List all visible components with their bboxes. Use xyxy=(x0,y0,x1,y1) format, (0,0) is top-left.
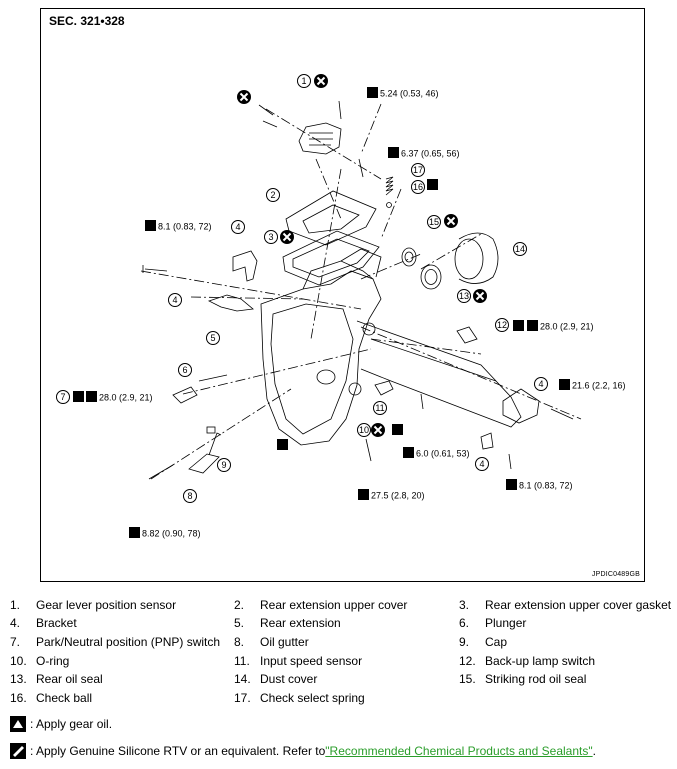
marker-4d: 4 xyxy=(475,457,489,471)
diagram-drawing: 1 2 3 4 4 4 4 5 6 7 8 9 10 11 12 13 14 1… xyxy=(56,73,582,538)
svg-text:1: 1 xyxy=(301,76,306,86)
svg-text:5: 5 xyxy=(210,333,215,343)
marker-1: 1 xyxy=(297,74,311,88)
marker-12: 12 xyxy=(495,318,509,332)
recommended-chemicals-link[interactable]: "Recommended Chemical Products and Seala… xyxy=(325,744,593,758)
part-item: 6.Plunger xyxy=(459,616,527,630)
legend-gear-oil-text: : Apply gear oil. xyxy=(30,717,113,731)
marker-3: 3 xyxy=(264,230,278,244)
torque-callout-2: 6.37 (0.65, 56) xyxy=(401,148,460,159)
gear-oil-icon xyxy=(10,716,26,732)
legend-gear-oil: : Apply gear oil. xyxy=(10,716,112,732)
marker-14: 14 xyxy=(513,242,527,256)
marker-2: 2 xyxy=(266,188,280,202)
svg-text:12: 12 xyxy=(497,320,507,330)
part-item: 9.Cap xyxy=(459,635,508,649)
torque-icons xyxy=(73,87,570,538)
sealant-icon xyxy=(10,743,26,759)
marker-15: 15 xyxy=(427,215,441,229)
svg-text:6: 6 xyxy=(182,365,187,375)
svg-text:14: 14 xyxy=(515,244,525,254)
marker-4b: 4 xyxy=(168,293,182,307)
marker-8: 8 xyxy=(183,489,197,503)
legend-sealant: : Apply Genuine Silicone RTV or an equiv… xyxy=(10,743,596,759)
section-label: SEC. 321•328 xyxy=(49,14,125,28)
torque-callout-1: 5.24 (0.53, 46) xyxy=(380,88,439,99)
part-item: 16.Check ball xyxy=(10,691,93,705)
svg-text:15: 15 xyxy=(429,217,439,227)
marker-11: 11 xyxy=(373,401,387,415)
exploded-view-diagram: 1 2 3 4 4 4 4 5 6 7 8 9 10 11 12 13 14 1… xyxy=(40,8,645,582)
torque-callout-3: 8.1 (0.83, 72) xyxy=(158,221,212,232)
part-item: 7.Park/Neutral position (PNP) switch xyxy=(10,635,221,649)
parts-row: 1.Gear lever position sensor 2.Rear exte… xyxy=(10,598,675,616)
marker-10: 10 xyxy=(357,423,371,437)
part-item: 10.O-ring xyxy=(10,654,70,668)
part-item: 15.Striking rod oil seal xyxy=(459,672,587,686)
part-item: 17.Check select spring xyxy=(234,691,365,705)
marker-17: 17 xyxy=(411,163,425,177)
marker-9: 9 xyxy=(217,458,231,472)
svg-text:13: 13 xyxy=(459,291,469,301)
legend-sealant-end: . xyxy=(592,744,596,758)
marker-4c: 4 xyxy=(534,377,548,391)
part-item: 3.Rear extension upper cover gasket xyxy=(459,598,672,612)
part-item: 4.Bracket xyxy=(10,616,77,630)
part-item: 14.Dust cover xyxy=(234,672,318,686)
marker-4a: 4 xyxy=(231,220,245,234)
svg-text:4: 4 xyxy=(172,295,177,305)
torque-callout-5: 28.0 (2.9, 21) xyxy=(540,321,594,332)
part-item: 2.Rear extension upper cover xyxy=(234,598,408,612)
torque-callout-6: 21.6 (2.2, 16) xyxy=(572,380,626,391)
torque-callout-10: 8.82 (0.90, 78) xyxy=(142,528,201,539)
legend-sealant-text: : Apply Genuine Silicone RTV or an equiv… xyxy=(30,744,326,758)
marker-6: 6 xyxy=(178,363,192,377)
svg-text:16: 16 xyxy=(413,182,423,192)
marker-5: 5 xyxy=(206,331,220,345)
parts-row: 10.O-ring 11.Input speed sensor 12.Back-… xyxy=(10,654,675,672)
parts-row: 4.Bracket 5.Rear extension 6.Plunger xyxy=(10,616,675,634)
svg-text:17: 17 xyxy=(413,165,423,175)
svg-text:3: 3 xyxy=(268,232,273,242)
svg-text:2: 2 xyxy=(270,190,275,200)
part-item: 11.Input speed sensor xyxy=(234,654,363,668)
svg-text:8: 8 xyxy=(187,491,192,501)
part-item: 13.Rear oil seal xyxy=(10,672,103,686)
part-item: 8.Oil gutter xyxy=(234,635,309,649)
torque-callout-4: 28.0 (2.9, 21) xyxy=(99,392,153,403)
svg-text:4: 4 xyxy=(235,222,240,232)
figure-code: JPDIC0489GB xyxy=(591,571,640,578)
torque-callout-9: 27.5 (2.8, 20) xyxy=(371,490,425,501)
parts-row: 13.Rear oil seal 14.Dust cover 15.Striki… xyxy=(10,672,675,690)
parts-row: 7.Park/Neutral position (PNP) switch 8.O… xyxy=(10,635,675,653)
torque-callout-7: 6.0 (0.61, 53) xyxy=(416,448,470,459)
marker-13: 13 xyxy=(457,289,471,303)
svg-text:4: 4 xyxy=(538,379,543,389)
svg-text:9: 9 xyxy=(221,460,226,470)
torque-callout-8: 8.1 (0.83, 72) xyxy=(519,480,573,491)
marker-7: 7 xyxy=(56,390,70,404)
part-item: 12.Back-up lamp switch xyxy=(459,654,596,668)
svg-text:11: 11 xyxy=(375,403,384,413)
svg-text:7: 7 xyxy=(60,392,65,402)
part-item: 5.Rear extension xyxy=(234,616,341,630)
svg-text:4: 4 xyxy=(479,459,484,469)
marker-16: 16 xyxy=(411,180,425,194)
part-item: 1.Gear lever position sensor xyxy=(10,598,177,612)
parts-row: 16.Check ball 17.Check select spring xyxy=(10,691,675,709)
svg-text:10: 10 xyxy=(359,425,369,435)
